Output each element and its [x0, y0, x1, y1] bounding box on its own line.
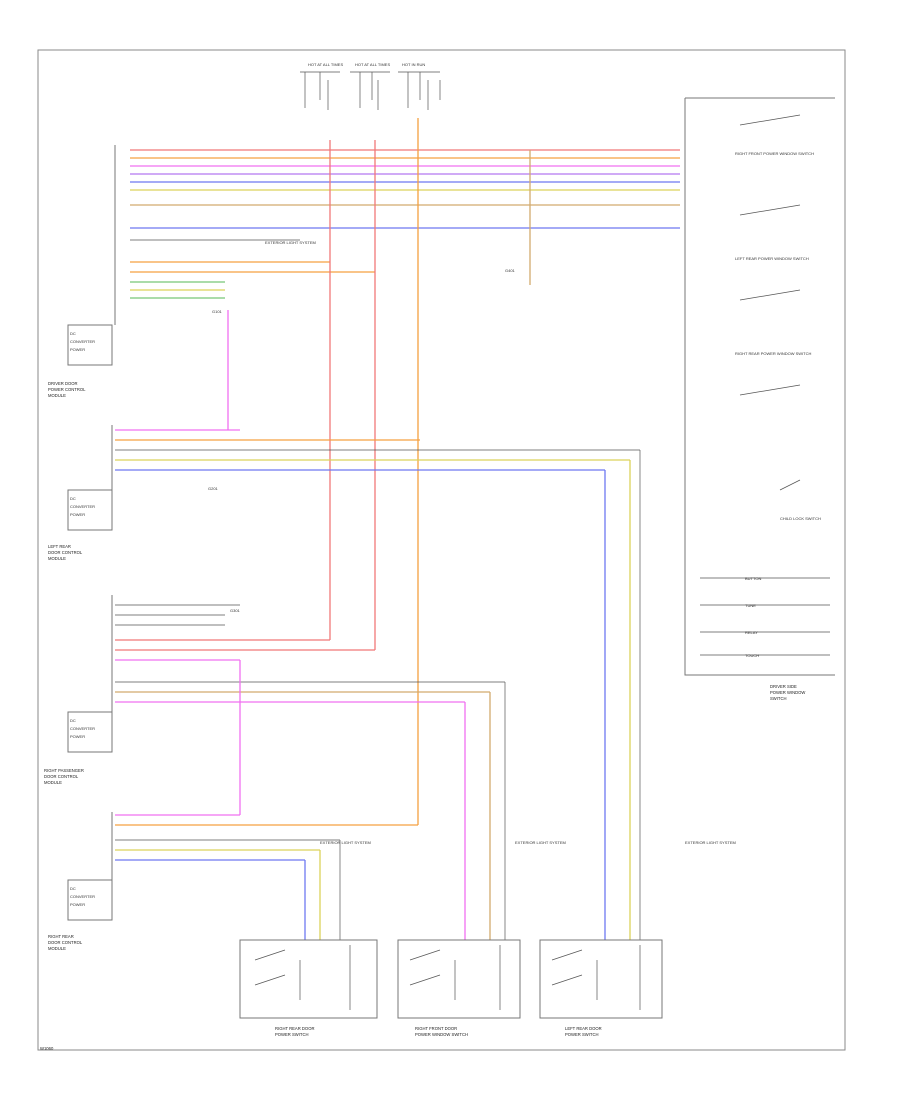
svg-text:EXTERIOR LIGHT SYSTEM: EXTERIOR LIGHT SYSTEM — [515, 840, 566, 845]
fuse-1-label: HOT AT ALL TIMES — [308, 62, 343, 67]
svg-text:EXTERIOR LIGHT SYSTEM: EXTERIOR LIGHT SYSTEM — [685, 840, 736, 845]
svg-text:LEFT REAR: LEFT REAR — [48, 544, 71, 549]
section-lr: LEFT REAR POWER WINDOW SWITCH — [735, 256, 809, 261]
svg-text:G301: G301 — [230, 608, 241, 613]
svg-text:DC: DC — [70, 718, 76, 723]
svg-text:MODULE: MODULE — [44, 780, 62, 785]
svg-text:DC: DC — [70, 886, 76, 891]
driver-door-module: DC CONVERTER POWER DRIVER DOOR POWER CON… — [48, 145, 116, 398]
connector-labels: EXTERIOR LIGHT SYSTEM EXTERIOR LIGHT SYS… — [265, 240, 736, 845]
svg-text:MODULE: MODULE — [48, 946, 66, 951]
svg-text:G201: G201 — [208, 486, 219, 491]
svg-text:POWER: POWER — [70, 734, 85, 739]
right-passenger-door-module: DC CONVERTER POWER RIGHT PASSENGER DOOR … — [44, 595, 505, 785]
svg-text:G401: G401 — [505, 268, 516, 273]
svg-text:G101: G101 — [212, 309, 223, 314]
svg-text:DRIVER SIDE: DRIVER SIDE — [770, 684, 797, 689]
svg-text:DC: DC — [70, 331, 76, 336]
section-rf: RIGHT FRONT POWER WINDOW SWITCH — [735, 151, 814, 156]
svg-text:TOUCH: TOUCH — [745, 653, 759, 658]
svg-text:DOOR CONTROL: DOOR CONTROL — [48, 550, 83, 555]
left-rear-window-switch: LEFT REAR DOOR POWER SWITCH — [539, 939, 663, 1037]
svg-text:RIGHT REAR DOOR: RIGHT REAR DOOR — [275, 1026, 314, 1031]
section-rr: RIGHT REAR POWER WINDOW SWITCH — [735, 351, 811, 356]
right-rear-window-switch: RIGHT REAR DOOR POWER SWITCH — [239, 939, 378, 1037]
right-front-window-switch: RIGHT FRONT DOOR POWER WINDOW SWITCH — [397, 939, 521, 1037]
svg-text:CONVERTER: CONVERTER — [70, 504, 95, 509]
svg-text:MODULE: MODULE — [48, 556, 66, 561]
fuse-2-label: HOT AT ALL TIMES — [355, 62, 390, 67]
svg-text:LEFT REAR DOOR: LEFT REAR DOOR — [565, 1026, 602, 1031]
svg-text:POWER WINDOW SWITCH: POWER WINDOW SWITCH — [415, 1032, 468, 1037]
svg-text:POWER SWITCH: POWER SWITCH — [275, 1032, 309, 1037]
svg-text:POWER: POWER — [70, 902, 85, 907]
fuse-block-1: HOT AT ALL TIMES — [300, 62, 343, 73]
svg-text:POWER WINDOW: POWER WINDOW — [770, 690, 805, 695]
right-rear-door-module: DC CONVERTER POWER RIGHT REAR DOOR CONTR… — [48, 812, 418, 951]
svg-text:TUNE: TUNE — [745, 603, 756, 608]
svg-text:CONVERTER: CONVERTER — [70, 726, 95, 731]
diagram-frame — [37, 49, 846, 1051]
bus-wires — [130, 149, 680, 299]
svg-text:DC: DC — [70, 496, 76, 501]
svg-text:RIGHT FRONT DOOR: RIGHT FRONT DOOR — [415, 1026, 457, 1031]
svg-text:POWER CONTROL: POWER CONTROL — [48, 387, 86, 392]
fuse-block-3: HOT IN RUN — [398, 62, 440, 73]
svg-text:EXTERIOR LIGHT SYSTEM: EXTERIOR LIGHT SYSTEM — [265, 240, 316, 245]
fuse-3-label: HOT IN RUN — [402, 62, 425, 67]
svg-text:POWER SWITCH: POWER SWITCH — [565, 1032, 599, 1037]
svg-text:DOOR CONTROL: DOOR CONTROL — [48, 940, 83, 945]
svg-text:EXTERIOR LIGHT SYSTEM: EXTERIOR LIGHT SYSTEM — [320, 840, 371, 845]
driver-power-window-switch: RIGHT FRONT POWER WINDOW SWITCH LEFT REA… — [684, 97, 835, 701]
svg-text:CONVERTER: CONVERTER — [70, 894, 95, 899]
svg-text:DRIVER DOOR: DRIVER DOOR — [48, 381, 78, 386]
svg-text:BUTTON: BUTTON — [745, 576, 761, 581]
svg-text:MODULE: MODULE — [48, 393, 66, 398]
svg-text:POWER: POWER — [70, 347, 85, 352]
svg-text:POWER: POWER — [70, 512, 85, 517]
section-child-lock: CHILD LOCK SWITCH — [780, 516, 821, 521]
svg-text:RELAY: RELAY — [745, 630, 758, 635]
svg-text:CONVERTER: CONVERTER — [70, 339, 95, 344]
grounds: G101 G201 G301 G401 — [208, 268, 516, 613]
fuse-block-2: HOT AT ALL TIMES — [350, 62, 390, 73]
page-code: W1060 — [40, 1046, 54, 1051]
svg-text:DOOR CONTROL: DOOR CONTROL — [44, 774, 79, 779]
left-rear-door-module: DC CONVERTER POWER LEFT REAR DOOR CONTRO… — [48, 425, 640, 561]
svg-text:RIGHT REAR: RIGHT REAR — [48, 934, 74, 939]
svg-text:RIGHT PASSENGER: RIGHT PASSENGER — [44, 768, 84, 773]
svg-text:SWITCH: SWITCH — [770, 696, 787, 701]
